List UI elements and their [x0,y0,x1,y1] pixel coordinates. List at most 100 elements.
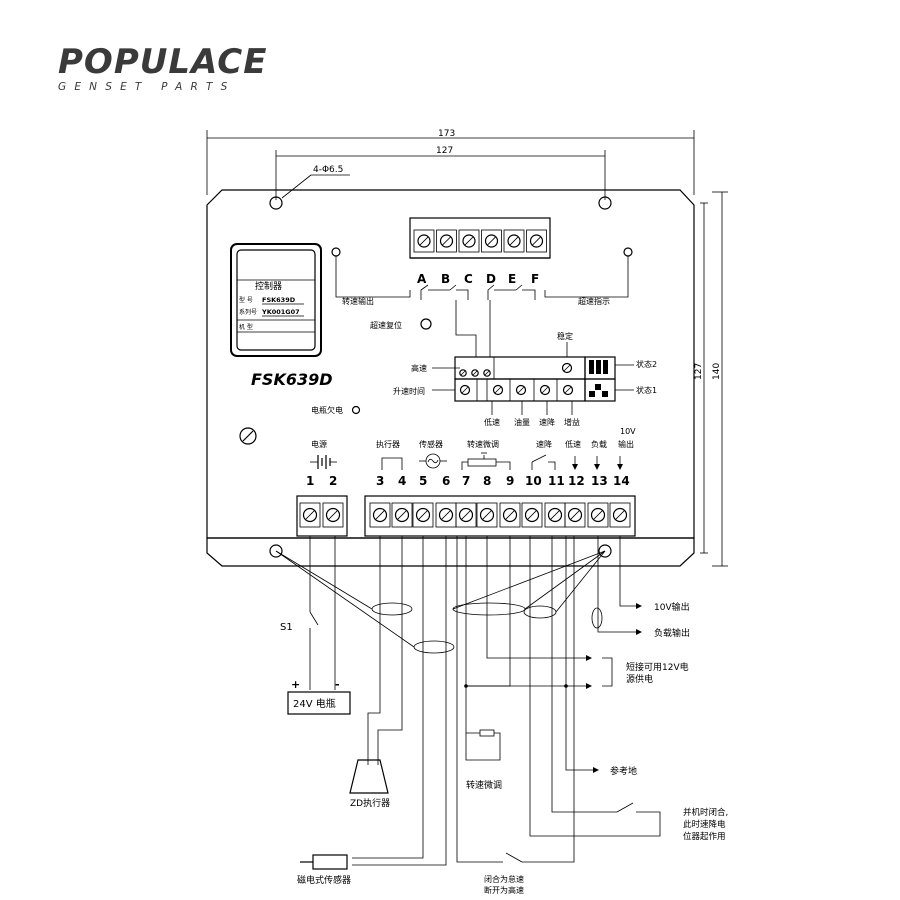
mount-hole-tr [598,196,612,210]
terminal-number: 1 [306,474,314,488]
label-plus: + [291,678,300,691]
nameplate-machine-label: 机 型 [239,323,253,331]
nameplate-series-label: 系列号 [239,308,257,316]
label-load: 负载 [591,439,607,449]
relay-terminal-block [409,217,551,259]
terminal-screw [415,507,431,523]
label-stable: 稳定 [557,331,573,341]
relay-contacts [420,284,536,300]
adjust-pot [562,384,574,396]
terminal-screw [458,507,474,523]
terminal-screw [438,507,454,523]
terminal-number: 3 [376,474,384,488]
high-speed-screw [459,369,467,377]
mount-hole-bl [269,544,283,558]
led-speed-out [331,247,341,257]
adjust-pot [459,384,471,396]
populace-logo: POPULACE GENSET PARTS [58,42,267,93]
main-terminal-block [364,495,636,537]
terminal-number: 9 [506,474,514,488]
wiring-labels: S1 + - 24V 电瓶 ZD执行器 磁电式传感器 转速微调 闭合为怠速 断开… [280,601,728,895]
label-short-12v-1: 短接可用12V电 [626,661,689,673]
dim-127-v: 127 [694,363,704,380]
terminal-screw [302,507,318,523]
adjust-pot [515,384,527,396]
actuator-symbol [349,759,389,794]
button-overspeed-reset [420,318,432,330]
label-low-speed: 低速 [484,417,500,427]
terminal-symbols [310,452,623,470]
label-gain: 增益 [564,417,580,427]
relay-letter: F [531,272,539,286]
label-sensor: 传感器 [419,439,443,449]
terminal-number: 7 [462,474,470,488]
label-ref-ground: 参考地 [610,765,637,777]
terminal-number: 4 [398,474,406,488]
relay-terminal-screw [417,234,431,248]
label-droop: 速降 [536,439,552,449]
adjust-pot [539,384,551,396]
relay-terminal-screw [529,234,544,248]
label-status1: 状态1 [636,385,657,395]
terminal-screw [479,507,495,523]
label-status2: 状态2 [636,359,657,369]
relay-letter: E [508,272,516,286]
label-actuator-ext: ZD执行器 [350,797,390,809]
dim-173: 173 [438,129,455,139]
terminal-screw [524,507,540,523]
nameplate: 控制器 型 号 FSK639D 系列号 YK001G07 机 型 [230,243,322,357]
potentiometer-block [454,356,616,402]
terminal-number: 13 [591,474,608,488]
label-open-high: 断开为高速 [484,885,524,895]
stable-pot [561,362,573,374]
mount-hole-br [598,544,612,558]
trim-pot-symbol [479,729,495,737]
dim-127-h: 127 [436,146,453,156]
label-fuel: 油量 [514,417,530,427]
external-wiring [275,536,661,870]
label-mag-sensor: 磁电式传感器 [297,874,351,886]
terminal-number: 12 [568,474,585,488]
label-output: 输出 [618,439,634,449]
mount-hole-tl [269,196,283,210]
battery-box [287,691,351,715]
label-droop: 速降 [539,417,555,427]
label-actuator: 执行器 [376,439,400,449]
label-closed-idle: 闭合为怠速 [484,874,524,884]
label-s1: S1 [280,622,293,633]
dim-140: 140 [712,363,722,380]
terminal-number: 10 [525,474,542,488]
label-overspeed-ind: 超速指示 [578,296,610,306]
label-high-speed: 高速 [411,363,427,373]
power-terminal-block [296,495,348,537]
high-speed-screw [483,369,491,377]
relay-terminal-screw [439,234,454,248]
label-low: 低速 [565,439,581,449]
panel-screw [239,427,257,445]
terminal-screw [325,507,341,523]
terminal-number: 11 [548,474,565,488]
label-speed-trim: 转速微调 [467,439,499,449]
terminal-screw [612,507,628,523]
logo-brand: POPULACE [58,42,267,82]
nameplate-title: 控制器 [255,280,282,292]
nameplate-model-value: FSK639D [262,296,296,304]
label-trim: 转速微调 [466,779,502,791]
label-minus: - [335,678,340,691]
nameplate-series-value: YK001G07 [261,308,300,316]
adjust-pot [492,384,504,396]
label-parallel-3: 位器起作用 [683,831,726,842]
label-battery-low: 电瓶欠电 [311,405,343,415]
label-battery: 24V 电瓶 [293,697,336,710]
terminal-group-labels: 电源 执行器 传感器 转速微调 速降 低速 负载 10V 输出 [311,427,636,449]
relay-letter: D [486,272,496,286]
controller-panel [206,189,695,567]
terminal-number: 5 [419,474,427,488]
label-parallel-1: 并机时闭合, [683,807,728,818]
led-overspeed [623,247,633,257]
logo-tagline: GENSET PARTS [58,81,235,93]
label-overspeed-reset: 超速复位 [370,320,402,330]
